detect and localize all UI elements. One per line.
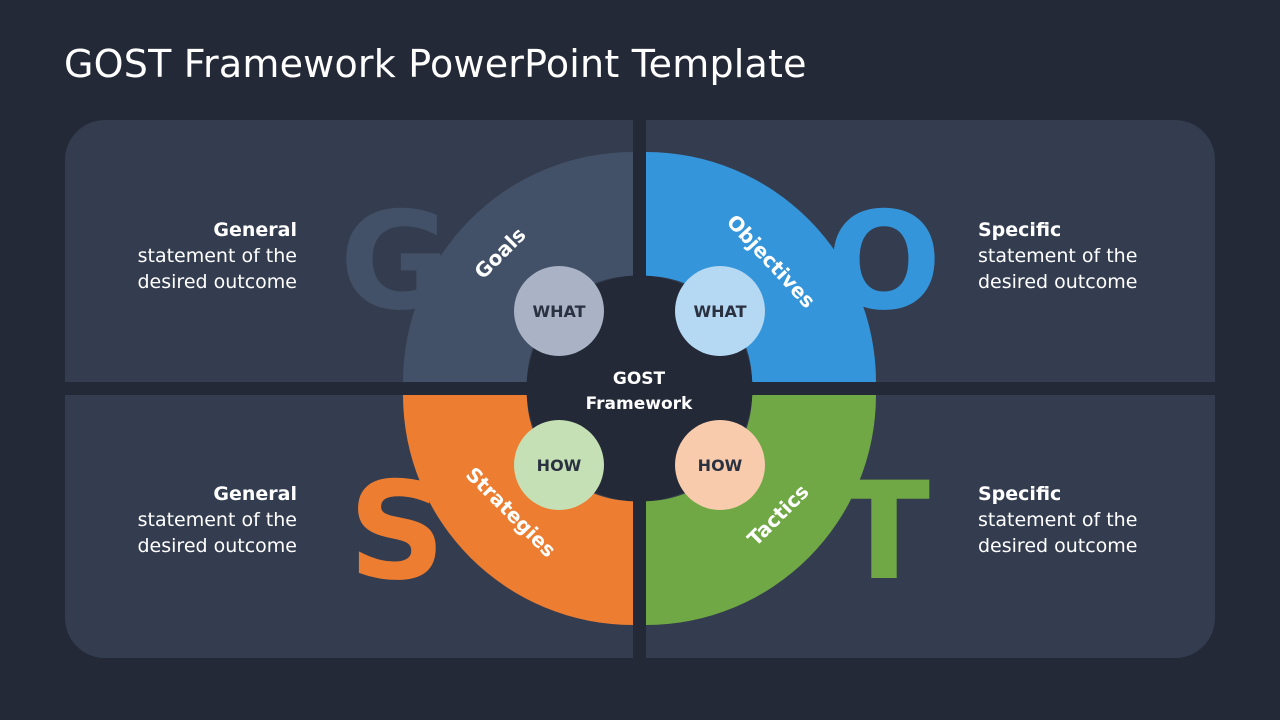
bubble-strategies bbox=[514, 420, 604, 510]
bubble-goals bbox=[514, 266, 604, 356]
desc-goals-line1: statement of the bbox=[137, 245, 297, 267]
center-label-line1: GOST bbox=[613, 369, 666, 389]
bubble-strategies-label: HOW bbox=[537, 456, 582, 475]
desc-tactics-heading: Specific bbox=[978, 483, 1062, 505]
bubble-objectives-label: WHAT bbox=[693, 302, 746, 321]
desc-goals-heading: General bbox=[213, 219, 297, 241]
desc-strategies-line2: desired outcome bbox=[137, 535, 298, 557]
desc-objectives-heading: Specific bbox=[978, 219, 1062, 241]
desc-strategies-line1: statement of the bbox=[137, 509, 297, 531]
desc-objectives-line1: statement of the bbox=[978, 245, 1138, 267]
desc-tactics-line1: statement of the bbox=[978, 509, 1138, 531]
desc-strategies: General statement of the desired outcome bbox=[37, 481, 298, 559]
bubble-objectives bbox=[675, 266, 765, 356]
desc-tactics-line2: desired outcome bbox=[978, 535, 1138, 557]
desc-objectives-line2: desired outcome bbox=[978, 271, 1138, 293]
bubble-tactics-label: HOW bbox=[698, 456, 743, 475]
bubble-tactics bbox=[675, 420, 765, 510]
segment-strategies bbox=[403, 395, 633, 625]
segment-objectives bbox=[646, 152, 876, 382]
segment-goals bbox=[403, 152, 633, 382]
segment-tactics bbox=[646, 395, 876, 625]
center-label-line2: Framework bbox=[586, 394, 693, 414]
desc-goals: General statement of the desired outcome bbox=[37, 217, 298, 295]
desc-goals-line2: desired outcome bbox=[137, 271, 298, 293]
bubble-goals-label: WHAT bbox=[532, 302, 585, 321]
slide-title: GOST Framework PowerPoint Template bbox=[64, 42, 807, 86]
desc-strategies-heading: General bbox=[213, 483, 297, 505]
desc-objectives: Specific statement of the desired outcom… bbox=[978, 217, 1238, 295]
desc-tactics: Specific statement of the desired outcom… bbox=[978, 481, 1238, 559]
